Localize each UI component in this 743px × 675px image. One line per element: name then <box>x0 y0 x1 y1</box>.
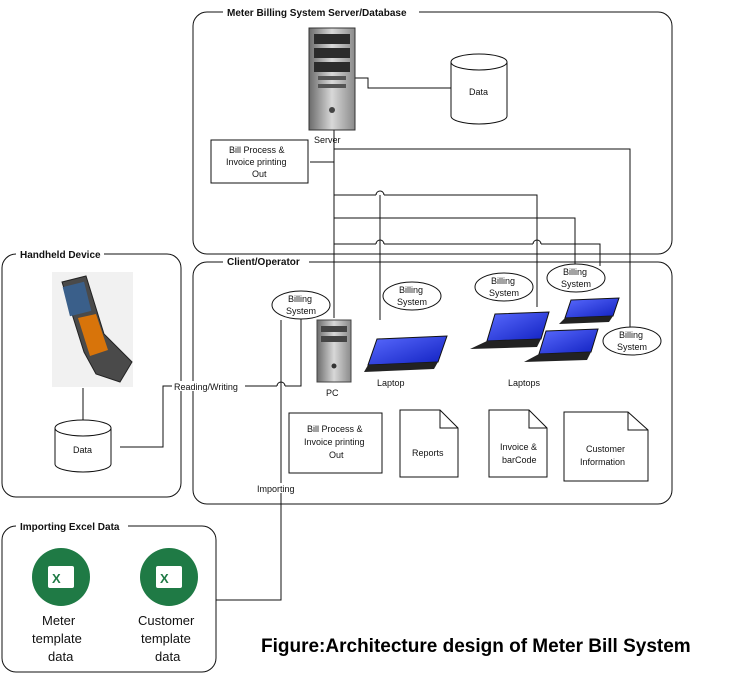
laptop-label: Laptop <box>377 378 405 388</box>
excel-group-title-text: Importing Excel Data <box>20 522 120 533</box>
laptops-label: Laptops <box>508 378 541 388</box>
excel-icon: X <box>32 548 90 606</box>
server-group: Meter Billing System Server/Database <box>192 8 673 255</box>
meter-template-line3: data <box>48 649 74 664</box>
meter-template-line2: template <box>32 631 82 646</box>
meter-template-line1: Meter <box>42 613 76 628</box>
billing-line1: Billing <box>619 330 643 340</box>
billing-system-bubble-pc: Billing System <box>271 290 331 320</box>
svg-text:X: X <box>52 571 61 586</box>
billing-line2: System <box>286 306 316 316</box>
handheld-data-label: Data <box>73 445 92 455</box>
svg-text:X: X <box>160 571 169 586</box>
billing-line1: Billing <box>491 276 515 286</box>
excel-icon-2: X <box>140 548 198 606</box>
server-tower-icon <box>308 27 356 131</box>
billing-line1: Billing <box>563 267 587 277</box>
handheld-database-icon <box>54 419 112 473</box>
client-bill-process-line1: Bill Process & <box>307 424 363 434</box>
customer-template-line3: data <box>155 649 181 664</box>
reading-writing-label: Reading/Writing <box>174 382 238 392</box>
server-label: Server <box>314 135 341 145</box>
client-bill-process-line3: Out <box>329 450 344 460</box>
connectors <box>82 77 631 601</box>
invoice-label-line1: Invoice & <box>500 442 537 452</box>
server-bill-process-line3: Out <box>252 169 267 179</box>
billing-system-bubble-laptops-1: Billing System <box>474 272 534 302</box>
server-bill-process-box <box>210 139 309 184</box>
reports-label: Reports <box>412 448 444 458</box>
importing-label: Importing <box>257 484 295 494</box>
reports-document-icon <box>399 409 459 478</box>
billing-line1: Billing <box>399 285 423 295</box>
laptop-icon <box>364 335 448 372</box>
handheld-scanner-icon <box>52 272 133 387</box>
server-bill-process-line1: Bill Process & <box>229 145 285 155</box>
billing-line2: System <box>561 279 591 289</box>
pc-label: PC <box>326 388 339 398</box>
handheld-group-title-text: Handheld Device <box>20 250 101 261</box>
billing-system-bubble-laptop: Billing System <box>382 281 442 311</box>
client-bill-process-line2: Invoice printing <box>304 437 365 447</box>
invoice-document-icon <box>488 409 548 478</box>
customer-info-document-icon <box>563 411 649 482</box>
server-group-title-text: Meter Billing System Server/Database <box>227 8 407 19</box>
pc-tower-icon <box>316 319 352 383</box>
billing-line2: System <box>397 297 427 307</box>
customer-info-line1: Customer <box>586 444 625 454</box>
billing-line2: System <box>489 288 519 298</box>
client-bill-process-box <box>288 412 383 474</box>
billing-line2: System <box>617 342 647 352</box>
customer-template-line1: Customer <box>138 613 195 628</box>
database-cylinder-icon <box>450 53 508 125</box>
billing-system-bubble-laptops-2: Billing System <box>546 263 606 293</box>
billing-system-bubble-laptops-3: Billing System <box>602 326 662 356</box>
figure-caption: Figure:Architecture design of Meter Bill… <box>261 636 691 657</box>
client-group-title-text: Client/Operator <box>227 257 300 268</box>
laptops-icon-group <box>470 297 620 362</box>
invoice-label-line2: barCode <box>502 455 537 465</box>
server-data-label: Data <box>469 87 488 97</box>
customer-template-line2: template <box>141 631 191 646</box>
customer-info-line2: Information <box>580 457 625 467</box>
server-bill-process-line2: Invoice printing <box>226 157 287 167</box>
billing-line1: Billing <box>288 294 312 304</box>
